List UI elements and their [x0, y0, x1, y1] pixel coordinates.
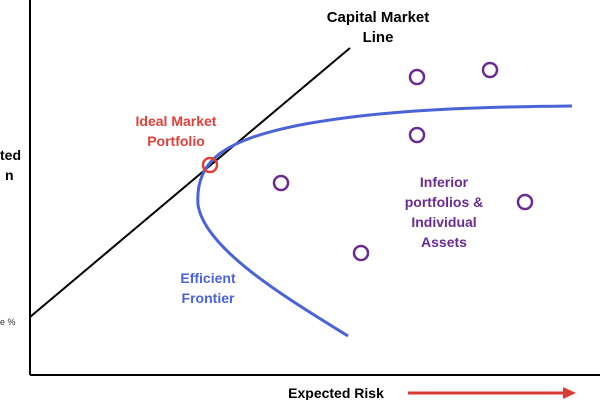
- inferior-point: [516, 193, 534, 211]
- efficient-frontier-label-line1: Efficient: [180, 270, 236, 286]
- ideal-portfolio-label-line2: Portfolio: [147, 133, 205, 149]
- inferior-label-line3: Individual: [411, 214, 476, 230]
- inferior-point: [481, 61, 499, 79]
- inferior-point: [408, 68, 426, 86]
- efficient-frontier-curve: [196, 104, 573, 338]
- inferior-point: [352, 244, 370, 262]
- inferior-label-line1: Inferior: [420, 174, 469, 190]
- y-axis-label-partial-1: ted: [0, 147, 21, 163]
- cml-label-line1: Capital Market: [327, 9, 430, 26]
- y-axis-label-partial-2: n: [5, 167, 14, 183]
- x-axis-label: Expected Risk: [288, 385, 384, 400]
- inferior-point: [408, 126, 426, 144]
- ideal-portfolio-label-line1: Ideal Market: [136, 113, 217, 129]
- ideal-market-portfolio-marker: [201, 156, 219, 174]
- x-axis-arrow-head: [563, 387, 576, 399]
- inferior-label-line4: Assets: [421, 234, 467, 250]
- inferior-point: [272, 174, 290, 192]
- efficient-frontier-label-line2: Frontier: [182, 290, 235, 306]
- cml-label-line2: Line: [363, 29, 394, 46]
- risk-free-label-partial: e %: [0, 317, 16, 327]
- inferior-label-line2: portfolios &: [405, 194, 484, 210]
- capital-market-line: [29, 47, 351, 318]
